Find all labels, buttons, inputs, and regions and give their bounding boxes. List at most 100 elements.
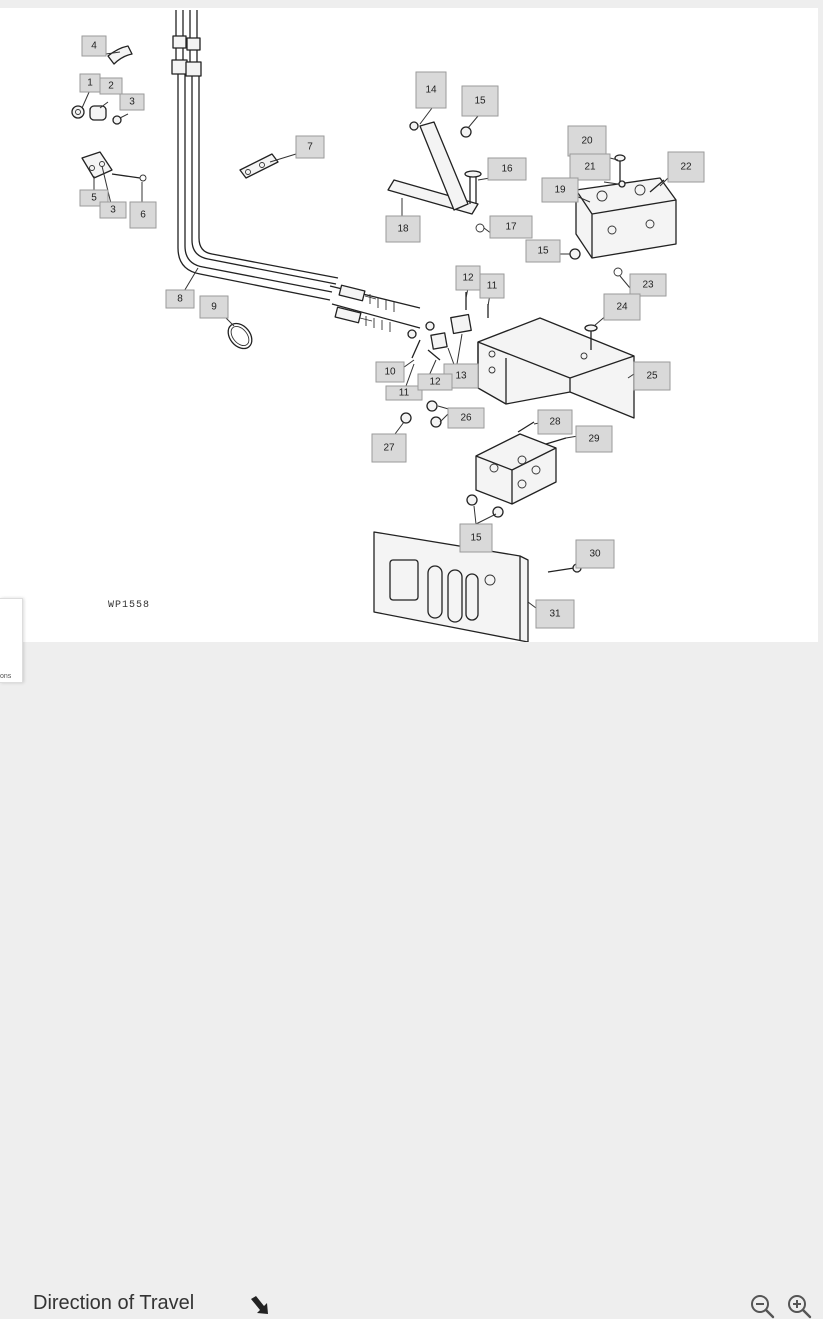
- callout-12: 12: [417, 373, 453, 391]
- callout-4: 4: [81, 35, 107, 57]
- callout-number: 17: [505, 222, 517, 233]
- zoom-out-icon: [751, 1295, 775, 1319]
- callout-number: 15: [537, 246, 549, 257]
- callout-18: 18: [385, 215, 421, 243]
- callout-number: 18: [397, 224, 409, 235]
- callout-29: 29: [575, 425, 613, 453]
- callout-number: 30: [589, 549, 601, 560]
- callout-number: 21: [584, 162, 596, 173]
- callout-box: [461, 85, 499, 117]
- arrow-down-right-icon: [251, 1296, 268, 1314]
- callout-box: [371, 433, 407, 463]
- callout-number: 15: [470, 533, 482, 544]
- zoom-out-button[interactable]: [749, 1293, 775, 1319]
- callout-16: 16: [487, 157, 527, 181]
- callout-number: 5: [91, 193, 97, 204]
- callout-number: 25: [646, 371, 658, 382]
- callout-box: [375, 361, 405, 383]
- callout-22: 22: [667, 151, 705, 183]
- callout-24: 24: [603, 293, 641, 321]
- callout-8: 8: [165, 289, 195, 309]
- callout-20: 20: [567, 125, 607, 157]
- callout-box: [295, 135, 325, 159]
- callout-3: 3: [119, 93, 145, 111]
- callout-box: [385, 385, 423, 401]
- callout-17: 17: [489, 215, 533, 239]
- callout-number: 7: [307, 142, 313, 153]
- callout-31: 31: [535, 599, 575, 629]
- callout-3: 3: [99, 201, 127, 219]
- callout-27: 27: [371, 433, 407, 463]
- callout-number: 23: [642, 280, 654, 291]
- callout-12: 12: [455, 265, 481, 291]
- side-panel-tab-label: ons: [0, 673, 12, 680]
- callout-number: 6: [140, 210, 146, 221]
- zoom-in-button[interactable]: [786, 1293, 812, 1319]
- callout-box: [633, 361, 671, 391]
- footer-bar: Direction of Travel: [0, 642, 823, 1319]
- callout-box: [541, 177, 579, 203]
- callout-box: [479, 273, 505, 299]
- callout-23: 23: [629, 273, 667, 297]
- exploded-parts-diagram: 4123536789141516181720212219152312112425…: [71, 10, 705, 642]
- callout-box: [629, 273, 667, 297]
- callout-number: 2: [108, 81, 114, 92]
- callout-box: [569, 153, 611, 181]
- callout-box: [575, 539, 615, 569]
- callout-box: [525, 239, 561, 263]
- callout-number: 11: [487, 281, 498, 292]
- callout-number: 12: [462, 273, 474, 284]
- callout-19: 19: [541, 177, 579, 203]
- callout-21: 21: [569, 153, 611, 181]
- callout-number: 11: [399, 388, 410, 399]
- callout-box: [535, 599, 575, 629]
- callout-11: 11: [479, 273, 505, 299]
- callout-box: [99, 201, 127, 219]
- callout-number: 3: [110, 205, 116, 216]
- callout-number: 22: [680, 162, 692, 173]
- callout-number: 31: [549, 609, 561, 620]
- callout-box: [567, 125, 607, 157]
- figure-code: WP1558: [108, 600, 151, 611]
- callout-number: 20: [581, 136, 593, 147]
- callout-11: 11: [385, 385, 423, 401]
- callout-number: 26: [460, 413, 472, 424]
- callout-number: 13: [455, 371, 467, 382]
- callout-box: [459, 523, 493, 553]
- callout-box: [199, 295, 229, 319]
- callout-box: [415, 71, 447, 109]
- callout-number: 19: [554, 185, 566, 196]
- callout-25: 25: [633, 361, 671, 391]
- callout-15: 15: [525, 239, 561, 263]
- callout-number: 12: [429, 377, 441, 388]
- callout-number: 27: [383, 443, 395, 454]
- zoom-in-icon: [788, 1295, 812, 1319]
- callout-number: 15: [474, 96, 486, 107]
- callout-15: 15: [461, 85, 499, 117]
- callout-1: 1: [79, 73, 101, 93]
- callout-number: 28: [549, 417, 561, 428]
- callout-box: [447, 407, 485, 429]
- parts-drawing: [71, 10, 677, 642]
- callout-box: [417, 373, 453, 391]
- callout-10: 10: [375, 361, 405, 383]
- callout-number: 8: [177, 294, 183, 305]
- callout-number: 14: [425, 85, 437, 96]
- callout-box: [603, 293, 641, 321]
- callout-number: 1: [87, 78, 93, 89]
- callout-number: 16: [501, 164, 513, 175]
- callout-7: 7: [295, 135, 325, 159]
- callout-number: 4: [91, 41, 97, 52]
- callout-2: 2: [99, 77, 123, 95]
- callout-number: 24: [616, 302, 628, 313]
- callout-6: 6: [129, 201, 157, 229]
- callout-box: [165, 289, 195, 309]
- callout-30: 30: [575, 539, 615, 569]
- callout-box: [537, 409, 573, 435]
- callout-box: [489, 215, 533, 239]
- caption-text: Direction of Travel: [33, 1292, 195, 1314]
- side-panel-tab[interactable]: [0, 598, 23, 683]
- callout-box: [99, 77, 123, 95]
